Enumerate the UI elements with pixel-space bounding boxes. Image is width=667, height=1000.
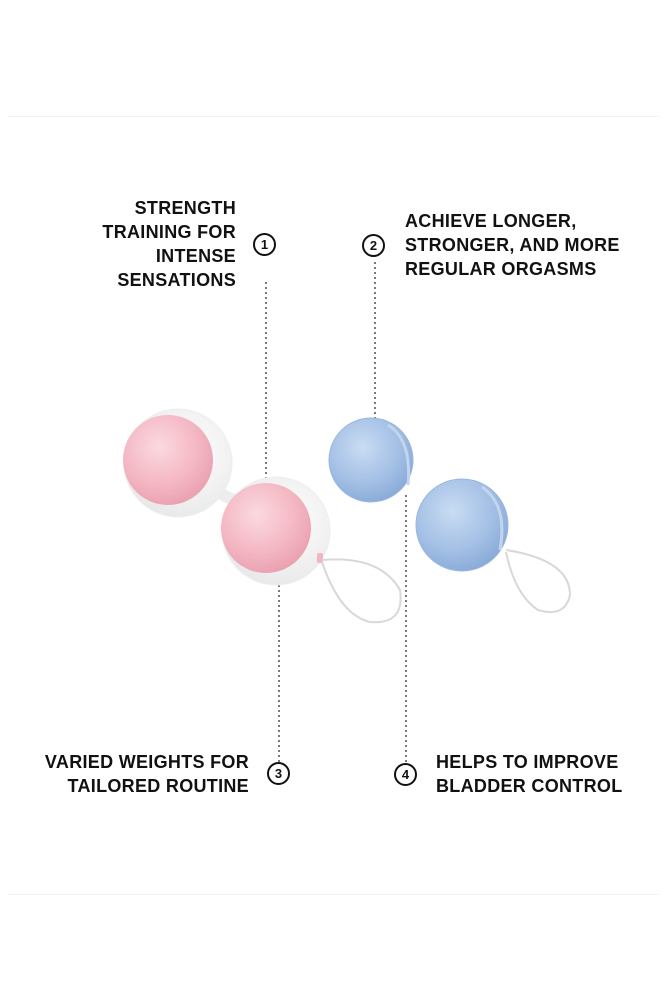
feature-2-number-badge: 2 <box>362 234 385 257</box>
feature-1-text: STRENGTH TRAINING FOR INTENSE SENSATIONS <box>102 196 236 292</box>
feature-2-line: ACHIEVE LONGER, <box>405 211 577 231</box>
feature-1-line: STRENGTH <box>134 198 236 218</box>
feature-4-line: HELPS TO IMPROVE <box>436 752 619 772</box>
blue-ball-set <box>328 417 572 614</box>
feature-4-line: BLADDER CONTROL <box>436 776 623 796</box>
feature-2-text: ACHIEVE LONGER, STRONGER, AND MORE REGUL… <box>405 209 620 281</box>
feature-1-line: TRAINING FOR <box>102 222 236 242</box>
feature-3-line: TAILORED ROUTINE <box>67 776 249 796</box>
feature-2-line: REGULAR ORGASMS <box>405 259 597 279</box>
feature-4-text: HELPS TO IMPROVE BLADDER CONTROL <box>436 750 623 798</box>
top-divider <box>8 116 659 117</box>
bottom-divider <box>8 894 659 895</box>
feature-3-text: VARIED WEIGHTS FOR TAILORED ROUTINE <box>45 750 249 798</box>
feature-1-line: SENSATIONS <box>117 270 236 290</box>
feature-3-number-badge: 3 <box>267 762 290 785</box>
feature-1-line: INTENSE <box>155 246 236 266</box>
feature-3-line: VARIED WEIGHTS FOR <box>44 752 249 772</box>
feature-1-number-badge: 1 <box>253 233 276 256</box>
pink-ball-set <box>123 408 402 624</box>
feature-4-number-badge: 4 <box>394 763 417 786</box>
feature-2-line: STRONGER, AND MORE <box>405 235 620 255</box>
